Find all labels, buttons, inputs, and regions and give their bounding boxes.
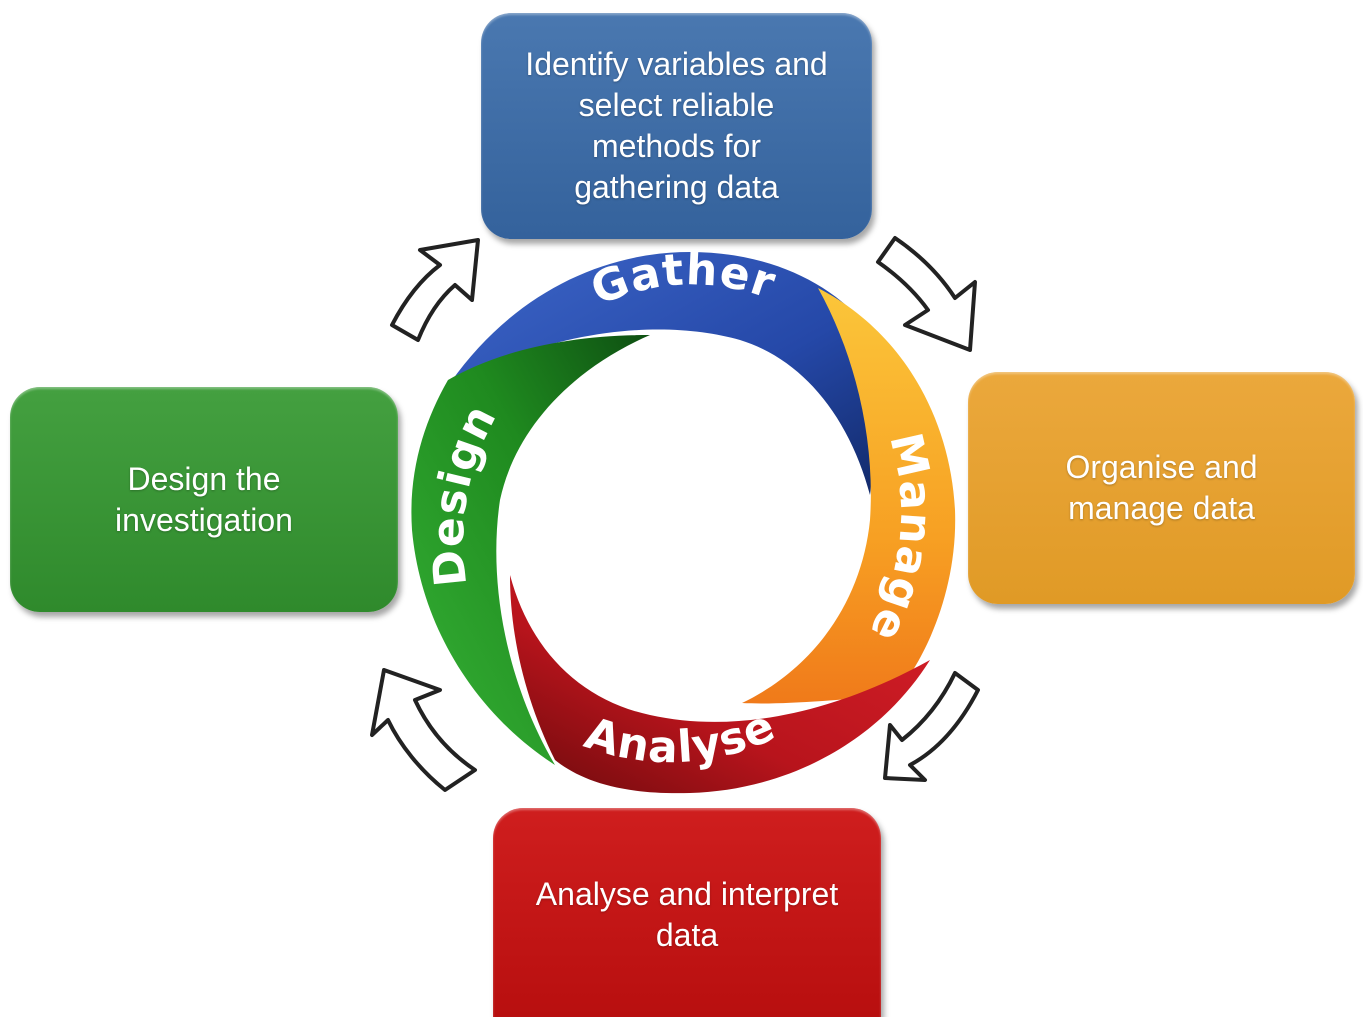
curved-arrow-icon-gather-to-manage <box>876 236 977 352</box>
manage-step-box: Organise and manage data <box>968 372 1355 604</box>
analyse-step-box: Analyse and interpret data <box>493 808 881 1017</box>
ring-segment-manage <box>742 288 956 704</box>
curved-arrow-icon-analyse-to-design <box>370 668 477 792</box>
design-step-text: Design the investigation <box>115 460 293 538</box>
curved-arrow-icon-manage-to-analyse <box>883 671 980 782</box>
gather-step-text: Identify variables and select reliable m… <box>525 46 828 205</box>
design-step-box: Design the investigation <box>10 387 398 612</box>
ring-segment-analyse <box>510 575 930 794</box>
gather-step-box: Identify variables and select reliable m… <box>481 13 872 239</box>
ring <box>411 252 956 794</box>
ring-segment-gather <box>448 252 877 495</box>
analyse-step-text: Analyse and interpret data <box>535 876 839 953</box>
curved-arrow-icon-design-to-gather <box>390 238 480 342</box>
manage-step-text: Organise and manage data <box>1065 449 1258 526</box>
ring-segment-design <box>411 335 650 765</box>
